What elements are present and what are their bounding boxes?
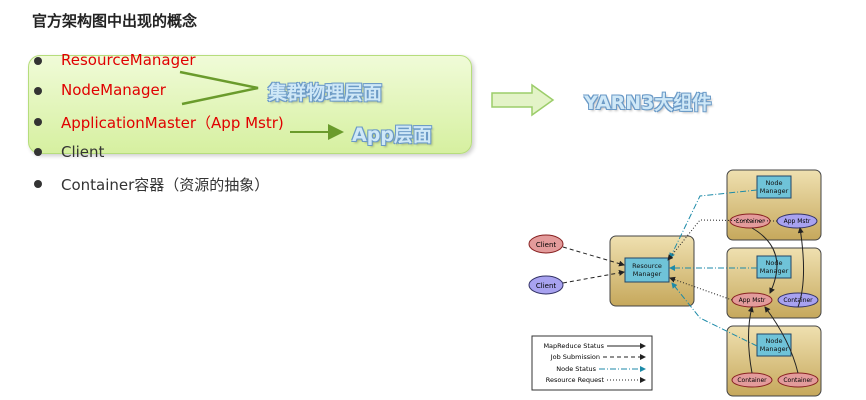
client-1-label: Client <box>536 241 557 249</box>
callout-cluster-physical: 集群物理层面 <box>268 82 383 104</box>
bullet-icon <box>34 180 42 188</box>
client-2 <box>528 275 564 295</box>
resource-manager-box <box>624 257 670 283</box>
resource-manager-label-line1: Resource <box>632 262 662 270</box>
concept-resourcemanager: ResourceManager <box>61 51 196 69</box>
node-manager-box-2 <box>756 255 792 279</box>
app-mstr-pill-label: App Mstr <box>739 297 766 304</box>
job-submission-line <box>562 246 625 267</box>
legend-job-submission: Job Submission <box>550 353 600 361</box>
container-pill-label: Container <box>783 297 813 304</box>
big-right-arrow <box>491 83 555 117</box>
bullet-icon <box>34 87 42 95</box>
client-2-label: Client <box>536 282 557 290</box>
container-pill-label: Container <box>783 377 813 384</box>
concept-client: Client <box>61 143 105 161</box>
container-pill-label: Container <box>737 377 767 384</box>
mapreduce-status-line <box>764 306 799 374</box>
legend-resource-request: Resource Request <box>546 376 605 384</box>
job-submission-line <box>562 269 625 284</box>
node-status-line <box>669 189 758 259</box>
mapreduce-status-line <box>797 227 805 308</box>
concept-nodemanager: NodeManager <box>61 81 166 99</box>
container-pill-label: Container <box>735 218 765 225</box>
mapreduce-status-line <box>751 227 778 294</box>
mapreduce-status-line <box>747 306 754 374</box>
node-manager-box-3 <box>756 333 792 357</box>
concept-container: Container容器（资源的抽象） <box>61 176 270 194</box>
concept-applicationmaster: ApplicationMaster（App Mstr) <box>61 114 284 132</box>
node-status-line <box>671 282 758 347</box>
legend-mapreduce-status: MapReduce Status <box>543 342 604 350</box>
bullet-icon <box>34 118 42 126</box>
page-title: 官方架构图中出现的概念 <box>32 12 198 30</box>
bullet-icon <box>34 57 42 65</box>
client-1 <box>528 234 564 254</box>
legend-node-status: Node Status <box>556 365 596 373</box>
resource-request-line <box>667 219 778 261</box>
resource-request-line <box>669 276 733 301</box>
bullet-icon <box>34 148 42 156</box>
app-mstr-pill-label: App Mstr <box>784 218 811 225</box>
legend-box <box>531 335 653 391</box>
node-manager-box-1 <box>756 175 792 199</box>
resource-manager-label-line2: Manager <box>633 270 662 278</box>
callout-yarn-components: YARN3大组件 <box>584 92 712 114</box>
callout-app-level: App层面 <box>352 124 432 146</box>
bracket-arrow <box>179 70 259 106</box>
highlight-box <box>28 55 472 154</box>
